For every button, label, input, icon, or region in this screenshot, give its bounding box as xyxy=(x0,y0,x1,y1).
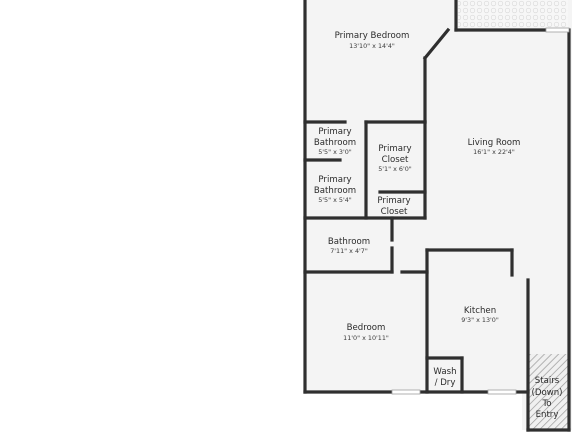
stairs-label-1: Stairs xyxy=(535,376,560,386)
room-label-primary-bedroom: Primary Bedroom xyxy=(335,31,410,41)
walls xyxy=(303,0,571,432)
room-label-primary-bathroom-2a: Primary xyxy=(318,175,351,185)
room-label-primary-bathroom-1a: Primary xyxy=(318,127,351,137)
room-label-kitchen: Kitchen xyxy=(464,306,496,316)
floor-area xyxy=(305,0,572,430)
room-label-wash-dry-b: / Dry xyxy=(435,378,456,388)
stairs-label-2: (Down) xyxy=(531,388,562,398)
stairs-label-3: To xyxy=(541,399,551,409)
stairs-label-4: Entry xyxy=(536,410,559,420)
room-dims-living-room: 16'1" x 22'4" xyxy=(473,148,515,156)
room-label-living-room: Living Room xyxy=(468,138,521,148)
stairs-hatch xyxy=(529,354,569,430)
room-label-primary-bathroom-2b: Bathroom xyxy=(314,186,356,196)
balcony-tiles xyxy=(458,0,568,28)
room-dims-primary-closet-1: 5'1" x 6'0" xyxy=(378,165,412,173)
room-label-bathroom: Bathroom xyxy=(328,237,370,247)
room-dims-kitchen: 9'3" x 13'0" xyxy=(461,316,499,324)
room-dims-primary-bedroom: 13'10" x 14'4" xyxy=(349,42,395,50)
room-dims-primary-bathroom-1: 5'5" x 3'0" xyxy=(318,148,352,156)
room-dims-bedroom: 11'0" x 10'11" xyxy=(343,334,389,342)
room-label-primary-closet-2b: Closet xyxy=(381,207,408,217)
room-label-primary-bathroom-1b: Bathroom xyxy=(314,138,356,148)
room-label-primary-closet-1a: Primary xyxy=(378,144,411,154)
room-label-wash-dry-a: Wash xyxy=(433,367,456,377)
room-dims-bathroom: 7'11" x 4'7" xyxy=(330,247,368,255)
windows xyxy=(391,27,570,395)
room-label-primary-closet-2a: Primary xyxy=(377,196,410,206)
room-label-primary-closet-1b: Closet xyxy=(382,155,409,165)
room-label-bedroom: Bedroom xyxy=(347,323,386,333)
room-dims-primary-bathroom-2: 5'5" x 5'4" xyxy=(318,196,352,204)
